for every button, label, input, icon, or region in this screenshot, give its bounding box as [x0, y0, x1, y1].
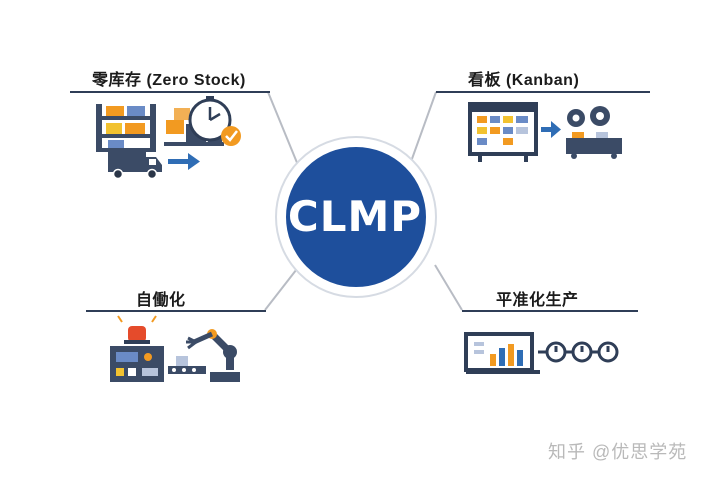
rule-jidoka: [86, 310, 266, 312]
center-circle: [282, 143, 430, 291]
machine-control-panel-icon: [110, 346, 164, 382]
assembly-line-icon: [566, 132, 622, 159]
connector-top-left: [267, 91, 301, 171]
arrow-right-icon: [168, 153, 200, 170]
warehouse-shelf-icon: [96, 104, 156, 152]
heijunka-illustration: [464, 332, 619, 374]
zero-stock-illustration: [96, 96, 241, 180]
label-jidoka: 自働化: [136, 292, 186, 309]
connector-bottom-right: [434, 264, 463, 311]
center-node: [275, 136, 437, 298]
alarm-light-icon: [117, 315, 157, 344]
rule-heijunka: [462, 310, 638, 312]
label-heijunka: 平准化生产: [496, 292, 579, 309]
kanban-illustration: [468, 102, 622, 162]
kanban-board-icon: [468, 102, 538, 162]
watermark: 知乎 @优思学苑: [548, 442, 688, 462]
gears-icon: [567, 106, 610, 127]
connector-lines: [264, 91, 463, 311]
robot-arm-icon: [186, 329, 240, 382]
check-badge-icon: [221, 126, 241, 146]
connector-bottom-left: [264, 264, 301, 311]
rule-zero-stock: [70, 91, 270, 93]
conveyor-icon: [168, 356, 206, 374]
bar-chart-monitor-icon: [464, 332, 540, 374]
clock-icon: [188, 96, 232, 142]
center-label: CLMP: [287, 192, 423, 241]
delivery-truck-icon: [108, 152, 162, 180]
rule-kanban: [436, 91, 650, 93]
label-kanban: 看板 (Kanban): [468, 72, 580, 89]
jidoka-illustration: [110, 315, 240, 382]
connector-top-right: [407, 91, 437, 171]
cycle-arrows-icon: [538, 341, 619, 363]
label-zero-stock: 零库存 (Zero Stock): [92, 72, 246, 89]
arrow-right-icon: [541, 121, 561, 138]
